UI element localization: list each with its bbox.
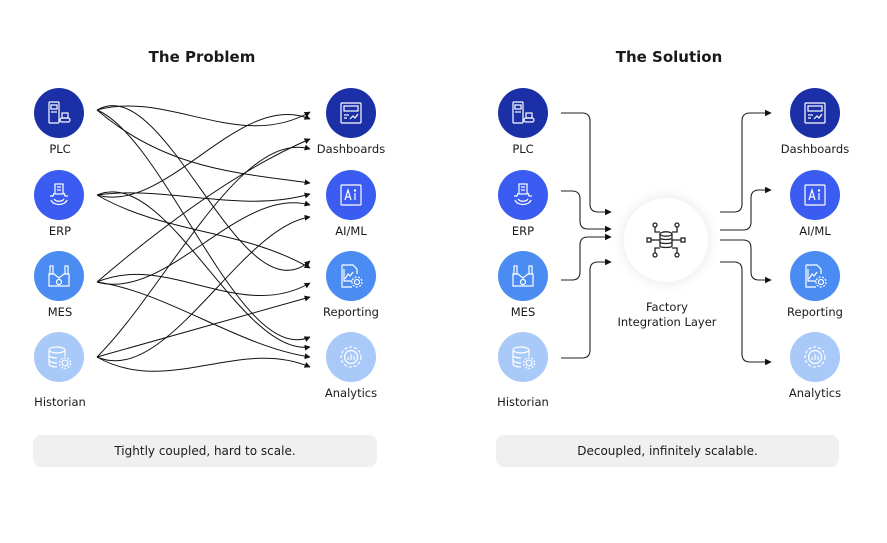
problem-source-label: Historian — [34, 395, 86, 409]
solution-target-reporting — [790, 251, 840, 301]
hub-to-dashboards-connector — [720, 109, 772, 213]
problem-target-analytics — [326, 332, 376, 382]
problem-target-label: AI/ML — [335, 224, 367, 238]
factory-gear-icon — [48, 265, 70, 287]
ai-icon — [804, 184, 826, 206]
tangled-connection — [96, 105, 311, 271]
solution-caption: Decoupled, infinitely scalable. — [496, 435, 839, 467]
analytics-gear-icon — [340, 346, 362, 368]
solution-target-dashboards — [790, 88, 840, 138]
tangled-connection — [96, 200, 311, 285]
problem-target-label: Analytics — [324, 386, 378, 400]
tangled-connection — [96, 194, 311, 269]
solution-target-analytics — [790, 332, 840, 382]
erp-gear-icon — [514, 183, 532, 206]
problem-source-mes — [34, 251, 84, 301]
solution-source-erp — [498, 170, 548, 220]
problem-source-label: MES — [47, 305, 73, 319]
problem-title: The Problem — [148, 48, 256, 66]
solution-target-label: AI/ML — [799, 224, 831, 238]
solution-target-label: Analytics — [788, 386, 842, 400]
tangled-connection — [96, 356, 311, 372]
problem-source-label: ERP — [48, 224, 72, 238]
problem-source-erp — [34, 170, 84, 220]
tangled-connection — [96, 273, 311, 297]
report-gear-icon — [805, 264, 827, 288]
tangled-connection — [96, 113, 311, 198]
solution-target-label: Reporting — [787, 305, 843, 319]
solution-title: The Solution — [615, 48, 723, 66]
problem-source-label: PLC — [49, 142, 71, 156]
tangled-connection — [96, 281, 311, 360]
erp-gear-icon — [50, 183, 68, 206]
tangled-connection — [96, 214, 311, 361]
solution-source-label: PLC — [512, 142, 534, 156]
database-gear-icon — [512, 346, 536, 370]
solution-source-label: Historian — [497, 395, 549, 409]
tangled-connection — [96, 109, 311, 342]
erp-to-hub-connector — [561, 190, 612, 233]
factory-gear-icon — [512, 265, 534, 287]
tangled-connection — [96, 144, 311, 358]
solution-source-historian — [498, 332, 548, 382]
hub-to-reporting-connector — [720, 239, 772, 284]
solution-source-label: MES — [510, 305, 536, 319]
plc-to-hub-connector — [561, 112, 612, 216]
hub-to-aiml-connector — [720, 186, 772, 231]
problem-target-label: Reporting — [323, 305, 379, 319]
dashboard-icon — [804, 102, 826, 124]
problem-target-aiml — [326, 170, 376, 220]
dashboard-icon — [340, 102, 362, 124]
solution-source-plc — [498, 88, 548, 138]
historian-to-hub-connector — [561, 258, 612, 359]
tangled-connection — [96, 191, 311, 351]
plc-machine-icon — [48, 101, 71, 124]
ai-icon — [340, 184, 362, 206]
problem-caption: Tightly coupled, hard to scale. — [33, 435, 377, 467]
hub-label-line1: Factory — [645, 300, 688, 314]
integration-layer-label: Factory Integration Layer — [587, 300, 747, 330]
solution-target-label: Dashboards — [780, 142, 850, 156]
tangled-connection — [96, 109, 311, 186]
solution-source-label: ERP — [511, 224, 535, 238]
tangled-connection — [96, 192, 311, 202]
hub-to-analytics-connector — [720, 261, 772, 366]
integration-layer-hub — [624, 198, 708, 282]
problem-source-historian — [34, 332, 84, 382]
hub-label-line2: Integration Layer — [617, 315, 717, 329]
tangled-connection — [96, 295, 311, 358]
analytics-gear-icon — [804, 346, 826, 368]
problem-target-label: Dashboards — [316, 142, 386, 156]
tangled-connection — [96, 105, 311, 127]
mes-to-hub-connector — [561, 233, 612, 281]
solution-source-mes — [498, 251, 548, 301]
problem-source-plc — [34, 88, 84, 138]
database-network-icon — [646, 222, 686, 258]
database-gear-icon — [48, 346, 72, 370]
problem-target-dashboards — [326, 88, 376, 138]
plc-machine-icon — [512, 101, 535, 124]
report-gear-icon — [341, 264, 363, 288]
solution-target-aiml — [790, 170, 840, 220]
tangled-connection — [96, 138, 311, 283]
problem-target-reporting — [326, 251, 376, 301]
